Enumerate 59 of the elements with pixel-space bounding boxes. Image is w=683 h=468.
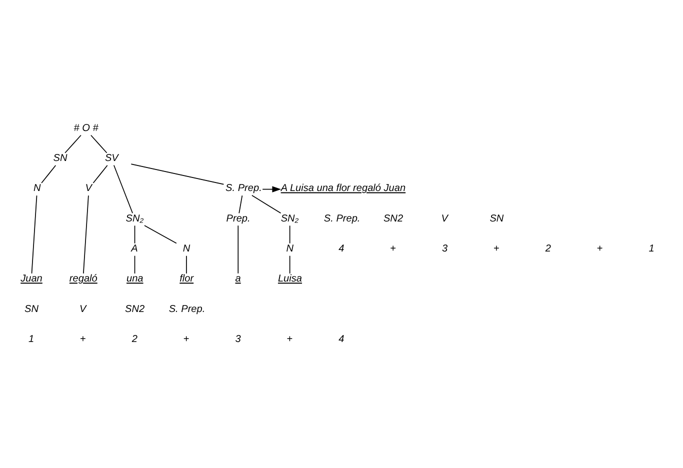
connector	[289, 254, 290, 274]
node-text: Luisa	[278, 273, 302, 284]
connector	[41, 164, 56, 183]
label: SN	[24, 303, 39, 314]
node-text: SN₂	[280, 212, 299, 224]
label: +	[80, 333, 86, 344]
label: 1	[28, 333, 34, 344]
connector	[130, 163, 224, 184]
label: 3	[442, 243, 448, 254]
label: 3	[235, 333, 241, 344]
label: 4	[338, 333, 344, 344]
node-text: A	[131, 243, 138, 254]
connector	[90, 134, 108, 153]
label: 4	[338, 243, 344, 254]
label: 2	[545, 243, 551, 254]
node-text: SV	[104, 152, 118, 164]
label: SN2	[125, 303, 145, 314]
node-text: regaló	[69, 273, 98, 284]
label: +	[390, 243, 396, 254]
node-text: Prep.	[226, 212, 250, 224]
connector	[64, 134, 82, 153]
arrow	[262, 186, 282, 192]
label: SN2	[383, 212, 404, 224]
label: +	[286, 333, 292, 344]
connector	[186, 254, 187, 274]
label: +	[493, 243, 500, 254]
node-text: flor	[180, 273, 194, 284]
connector	[238, 194, 243, 214]
node-text: Juan	[20, 273, 42, 284]
connector	[134, 224, 136, 244]
connector	[252, 194, 282, 214]
connector	[289, 224, 290, 244]
node-text: SN	[53, 152, 68, 164]
label: V	[79, 303, 86, 314]
connector	[238, 224, 239, 274]
connector	[92, 164, 108, 183]
connector	[83, 194, 89, 274]
node-text: SN₂	[126, 212, 144, 224]
node-text: # O #	[74, 122, 98, 134]
node-text: V	[85, 182, 92, 194]
connector	[134, 254, 136, 274]
connector	[31, 194, 38, 274]
node-text: S. Prep.	[226, 182, 262, 194]
node-text: a	[235, 273, 241, 284]
label: SN	[490, 212, 504, 224]
node-text: N	[34, 182, 41, 194]
node-text: una	[126, 273, 144, 284]
label: S. Prep.	[324, 212, 360, 224]
node-text: N	[182, 243, 190, 254]
connector	[144, 224, 177, 244]
node-text: A Luisa una flor regaló Juan	[280, 182, 406, 194]
label: 1	[648, 243, 654, 254]
label: +	[596, 243, 603, 254]
label: 2	[132, 333, 138, 344]
label: +	[183, 333, 190, 344]
label: V	[441, 212, 448, 224]
label: S. Prep.	[168, 303, 206, 314]
node-text: N	[286, 243, 294, 254]
connector	[113, 164, 133, 214]
